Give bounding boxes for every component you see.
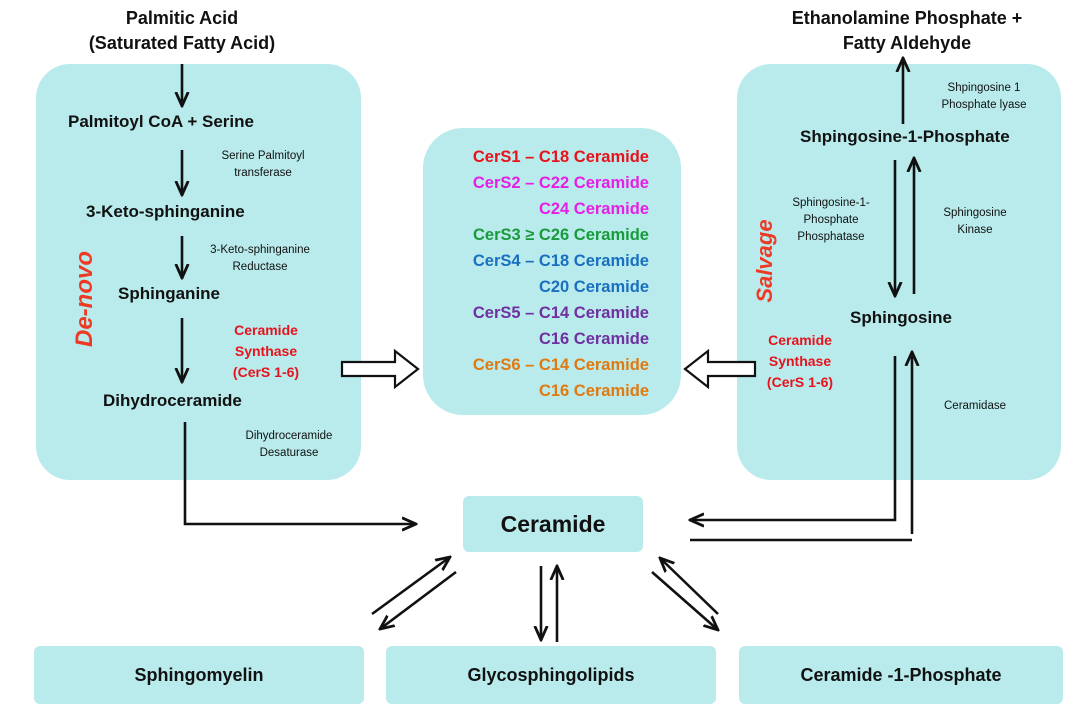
cers-line: CerS5 – C14 Ceramide — [473, 304, 649, 323]
arrow-dihydroceramide-to-ceramide — [183, 422, 416, 524]
sphingosine-node: Sphingosine — [850, 308, 952, 327]
block-arrow-de-novo-to-cers — [340, 348, 420, 390]
ceramide-box: Ceramide — [463, 496, 643, 552]
ceramide-synthase-salvage: Ceramide Synthase (CerS 1-6) — [766, 332, 834, 390]
s1p-phosphatase-enzyme: Sphingosine-1- Phosphate Phosphatase — [792, 197, 870, 243]
desaturase-enzyme: Dihydroceramide Desaturase — [245, 430, 333, 459]
cers-panel — [423, 128, 681, 415]
sphinganine-node: Sphinganine — [118, 284, 220, 303]
cers2-text: CerS2 – C22 Ceramide — [472, 174, 649, 192]
arrow-ceramide-to-sphingomyelin — [380, 570, 457, 629]
ceramide-1-phosphate-box: Ceramide -1-Phosphate — [739, 646, 1063, 704]
de-novo-panel — [36, 64, 361, 480]
arrow-sphingomyelin-to-ceramide — [371, 557, 450, 616]
cers-line: CerS3 ≥ C26 Ceramide — [473, 226, 649, 245]
cers-line: C24 Ceramide — [539, 200, 649, 219]
cers-line: CerS2 – C22 Ceramide — [473, 174, 649, 193]
cers-line: CerS4 – C18 Ceramide — [473, 252, 649, 271]
ceramide-label: Ceramide — [500, 510, 606, 537]
cers-line: CerS1 – C18 Ceramide — [473, 148, 649, 167]
cers2-c24-text: C24 Ceramide — [538, 200, 649, 218]
sphingomyelin-box: Sphingomyelin — [34, 646, 364, 704]
cers-line: C16 Ceramide — [539, 382, 649, 401]
cers5-text: CerS5 – C14 Ceramide — [472, 304, 649, 322]
cers6-text: CerS6 – C14 Ceramide — [472, 356, 649, 374]
cers4-c20-text: C20 Ceramide — [538, 278, 649, 296]
de-novo-label: De-novo — [71, 251, 98, 347]
s1p-node: Shpingosine-1-Phosphate — [800, 127, 1010, 146]
salvage-panel — [737, 64, 1061, 480]
cers6-c16-text: C16 Ceramide — [538, 382, 649, 400]
palmitic-acid-label: Palmitic Acid (Saturated Fatty Acid) — [88, 8, 276, 53]
cers-line: CerS6 – C14 Ceramide — [473, 356, 649, 375]
arrow-c1p-to-ceramide — [660, 558, 719, 615]
ceramidase-enzyme: Ceramidase — [944, 400, 1006, 412]
block-arrow-salvage-to-cers — [683, 348, 757, 390]
ceramide-1-phosphate-label: Ceramide -1-Phosphate — [800, 664, 1002, 685]
arrow-sphingosine-to-ceramide — [690, 356, 897, 520]
cers4-text: CerS4 – C18 Ceramide — [472, 252, 649, 270]
cers-line: C20 Ceramide — [539, 278, 649, 297]
dihydroceramide-node: Dihydroceramide — [103, 391, 242, 410]
s1p-lyase-enzyme: Shpingosine 1 Phosphate lyase — [941, 82, 1027, 111]
cers-line: C16 Ceramide — [539, 330, 649, 349]
cers5-c16-text: C16 Ceramide — [538, 330, 649, 348]
keto-reductase-enzyme: 3-Keto-sphinganine Reductase — [210, 244, 310, 273]
cers-list: CerS1 – C18 Ceramide CerS2 – C22 Ceramid… — [423, 148, 681, 408]
glycosphingolipids-label: Glycosphingolipids — [467, 664, 635, 685]
cers1-text: CerS1 – C18 Ceramide — [472, 148, 649, 166]
ethanolamine-label: Ethanolamine Phosphate + Fatty Aldehyde — [791, 8, 1023, 53]
ceramide-synthase-denovo: Ceramide Synthase (CerS 1-6) — [232, 322, 300, 380]
serine-palmitoyl-enzyme: Serine Palmitoyl transferase — [221, 150, 305, 179]
sphingomyelin-label: Sphingomyelin — [134, 664, 264, 685]
arrow-ceramide-to-c1p — [651, 571, 718, 630]
glycosphingolipids-box: Glycosphingolipids — [386, 646, 716, 704]
salvage-label: Salvage — [752, 219, 777, 303]
keto-sphinganine-node: 3-Keto-sphinganine — [86, 202, 245, 221]
cers3-text: CerS3 ≥ C26 Ceramide — [473, 226, 649, 244]
palmitoyl-coa-node: Palmitoyl CoA + Serine — [68, 112, 254, 131]
sphingosine-kinase-enzyme: Sphingosine Kinase — [943, 207, 1007, 236]
